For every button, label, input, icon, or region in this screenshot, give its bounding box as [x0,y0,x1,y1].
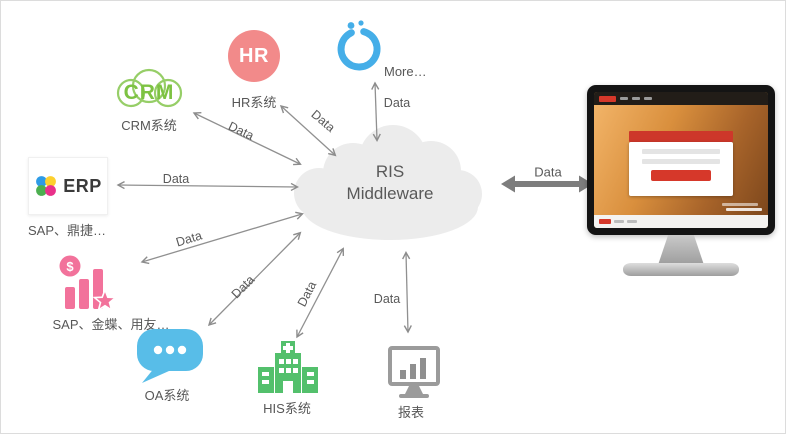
monitor-stand-base [623,263,739,276]
middleware-cloud [294,125,482,240]
edge-label-report: Data [373,292,401,306]
finance-icon: $ [59,255,118,312]
middleware-label: RIS Middleware [346,162,434,204]
monitor-small-text [726,208,762,211]
star-icon [92,287,118,312]
monitor-login-card [629,142,733,196]
hr-icon: HR [228,30,280,82]
main-data-arrow [501,175,593,193]
hr-label: HR系统 [231,95,277,110]
finance-label: SAP、金蝶、用友… [52,317,170,332]
edge-label-erp: Data [162,172,190,186]
edge-report [402,251,412,334]
his-label: HIS系统 [263,401,311,416]
report-icon [388,346,440,398]
monitor-screen [594,92,768,228]
edge-hr [279,105,337,157]
monitor-illustration [587,85,775,289]
more-icon [337,20,381,71]
edge-more [371,81,381,142]
dollar-icon: $ [66,259,74,274]
edge-label-monitor: Data [534,164,562,180]
his-hospital-icon [258,341,318,393]
monitor-login-button [651,170,711,181]
more-label: More… [384,64,427,79]
monitor-site-logo [599,95,616,102]
erp-icon-text: ERP [63,175,102,196]
monitor-navbar [594,92,768,105]
crm-label: CRM系统 [121,118,177,133]
monitor-footer-logo [599,219,611,224]
monitor-frame [587,85,775,235]
crm-icon-text: CRM [124,81,175,104]
erp-logo-icon [36,176,57,196]
hr-icon-text: HR [239,44,269,67]
edge-oa [207,231,302,327]
monitor-footer [594,215,768,228]
monitor-stand-neck [658,235,704,265]
monitor-banner [629,131,733,142]
edge-label-more: Data [383,96,411,110]
edge-his [296,247,345,339]
oa-label: OA系统 [144,388,190,403]
erp-icon: ERP [28,157,108,215]
report-label: 报表 [397,405,425,420]
monitor-hero-area [594,105,768,215]
edge-erp [116,180,299,192]
crm-icon: CRM [116,68,183,108]
oa-chat-icon [137,329,203,383]
erp-label: SAP、鼎捷… [27,223,107,238]
edge-lines [116,81,412,339]
